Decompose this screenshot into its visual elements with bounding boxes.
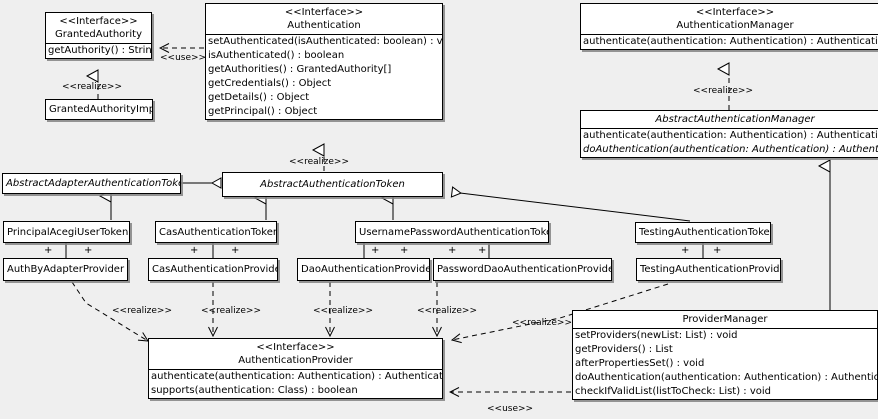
operation: authenticate(authentication: Authenticat…	[151, 371, 442, 382]
stereotype-label: <<Interface>>	[695, 7, 775, 18]
class-name: CasAuthenticationProvider	[152, 264, 278, 275]
operation: doAuthentication(authentication: Authent…	[583, 144, 878, 155]
operation: isAuthenticated() : boolean	[208, 50, 345, 61]
divider	[573, 328, 877, 329]
class-header: ProviderManager	[573, 311, 877, 328]
operation: doAuthentication(authentication: Authent…	[575, 372, 877, 383]
operation: afterPropertiesSet() : void	[575, 358, 705, 369]
operation: setProviders(newList: List) : void	[575, 330, 738, 341]
class-auth-by-adapter-provider[interactable]: AuthByAdapterProvider	[3, 258, 128, 281]
class-name: PasswordDaoAuthenticationProvider	[437, 264, 612, 275]
assoc-marker-plus: +	[400, 245, 409, 256]
operations-compartment: authenticate(authentication: Authenticat…	[581, 129, 878, 157]
operation: authenticate(authentication: Authenticat…	[583, 130, 878, 141]
class-name: AuthenticationManager	[676, 20, 794, 31]
class-name: Authentication	[287, 20, 361, 31]
class-name: UsernamePasswordAuthenticationToken	[359, 227, 549, 238]
class-name: TestingAuthenticationProvider	[640, 264, 781, 275]
divider	[46, 43, 151, 44]
class-name: DaoAuthenticationProvider	[301, 264, 430, 275]
class-principal-acegi-user-token[interactable]: PrincipalAcegiUserToken	[3, 221, 130, 243]
assoc-marker-plus: +	[448, 245, 457, 256]
label-realize-grantedauthorityimpl: <<realize>>	[62, 82, 122, 92]
class-header: <<Interface>> AuthenticationProvider	[149, 339, 442, 369]
label-realize-testingauthenticationprovider: <<realize>>	[512, 318, 572, 328]
label-realize-daoauthenticationprovider: <<realize>>	[313, 306, 373, 316]
class-password-dao-authentication-provider[interactable]: PasswordDaoAuthenticationProvider	[433, 258, 612, 281]
operation: getAuthority() : String	[48, 45, 151, 56]
operations-compartment: setAuthenticated(isAuthenticated: boolea…	[206, 35, 442, 119]
label-realize-authbyadapterprovider: <<realize>>	[112, 306, 172, 316]
assoc-marker-plus: +	[190, 245, 199, 256]
class-header: <<Interface>> Authentication	[206, 4, 442, 34]
assoc-marker-plus: +	[231, 245, 240, 256]
divider	[149, 369, 442, 370]
class-abstract-authentication-token[interactable]: AbstractAuthenticationToken	[222, 172, 443, 197]
label-realize-abstractauthenticationmanager: <<realize>>	[693, 86, 753, 96]
assoc-marker-plus: +	[84, 245, 93, 256]
assoc-marker-plus: +	[713, 245, 722, 256]
class-username-password-authentication-token[interactable]: UsernamePasswordAuthenticationToken	[355, 221, 549, 243]
class-dao-authentication-provider[interactable]: DaoAuthenticationProvider	[297, 258, 430, 281]
label-use-providermanager-authenticationprovider: <<use>>	[487, 404, 534, 414]
class-name: CasAuthenticationToken	[159, 227, 277, 238]
class-header: AbstractAuthenticationManager	[581, 111, 878, 128]
operations-compartment: getAuthority() : String	[46, 44, 151, 58]
operations-compartment: authenticate(authentication: Authenticat…	[149, 370, 442, 398]
class-cas-authentication-provider[interactable]: CasAuthenticationProvider	[148, 258, 278, 281]
class-granted-authority[interactable]: <<Interface>> GrantedAuthority getAuthor…	[45, 12, 152, 59]
operation: authenticate(authentication: Authenticat…	[583, 36, 878, 47]
class-cas-authentication-token[interactable]: CasAuthenticationToken	[155, 221, 277, 243]
class-header: <<Interface>> AuthenticationManager	[581, 4, 878, 34]
stereotype-label: <<Interface>>	[59, 16, 138, 27]
class-granted-authority-impl[interactable]: GrantedAuthorityImpl	[45, 99, 153, 120]
operations-compartment: setProviders(newList: List) : void getPr…	[573, 329, 877, 399]
class-name: GrantedAuthority	[54, 29, 143, 40]
operation: getDetails() : Object	[208, 92, 310, 103]
class-name: ProviderManager	[682, 314, 768, 325]
class-name: AuthenticationProvider	[238, 355, 353, 366]
class-abstract-adapter-authentication-token[interactable]: AbstractAdapterAuthenticationToken	[2, 173, 181, 194]
class-name: AbstractAuthenticationToken	[260, 179, 405, 190]
label-realize-casauthenticationprovider: <<realize>>	[201, 306, 261, 316]
stereotype-label: <<Interface>>	[284, 7, 364, 18]
class-name: TestingAuthenticationToken	[639, 227, 771, 238]
assoc-marker-plus: +	[44, 245, 53, 256]
label-realize-passworddaoauthenticationprovider: <<realize>>	[417, 306, 477, 316]
assoc-marker-plus: +	[478, 245, 487, 256]
divider	[581, 34, 878, 35]
operation: supports(authentication: Class) : boolea…	[151, 385, 358, 396]
class-authentication-provider[interactable]: <<Interface>> AuthenticationProvider aut…	[148, 338, 443, 399]
class-authentication[interactable]: <<Interface>> Authentication setAuthenti…	[205, 3, 443, 120]
operation: getPrincipal() : Object	[208, 106, 318, 117]
class-testing-authentication-token[interactable]: TestingAuthenticationToken	[635, 222, 771, 243]
class-name: GrantedAuthorityImpl	[49, 104, 153, 115]
edge-generalize-testingauthenticationtoken	[452, 192, 691, 222]
class-name: AuthByAdapterProvider	[7, 264, 125, 275]
operation: getProviders() : List	[575, 344, 673, 355]
operation: setAuthenticated(isAuthenticated: boolea…	[208, 36, 442, 47]
class-header: <<Interface>> GrantedAuthority	[46, 13, 151, 43]
class-provider-manager[interactable]: ProviderManager setProviders(newList: Li…	[572, 310, 878, 400]
class-abstract-authentication-manager[interactable]: AbstractAuthenticationManager authentica…	[580, 110, 878, 158]
divider	[206, 34, 442, 35]
operation: getCredentials() : Object	[208, 78, 332, 89]
class-testing-authentication-provider[interactable]: TestingAuthenticationProvider	[636, 258, 781, 281]
stereotype-label: <<Interface>>	[256, 342, 335, 353]
label-use-authentication-grantedauthority: <<use>>	[160, 53, 207, 63]
class-name: PrincipalAcegiUserToken	[7, 227, 129, 238]
class-name: AbstractAuthenticationManager	[655, 114, 815, 125]
class-name: AbstractAdapterAuthenticationToken	[6, 178, 181, 189]
class-authentication-manager[interactable]: <<Interface>> AuthenticationManager auth…	[580, 3, 878, 50]
assoc-marker-plus: +	[371, 245, 380, 256]
operations-compartment: authenticate(authentication: Authenticat…	[581, 35, 878, 49]
label-realize-abstractauthenticationtoken: <<realize>>	[289, 157, 349, 167]
divider	[581, 128, 878, 129]
operation: getAuthorities() : GrantedAuthority[]	[208, 64, 392, 75]
assoc-marker-plus: +	[681, 245, 690, 256]
operation: checkIfValidList(listToCheck: List) : vo…	[575, 386, 772, 397]
